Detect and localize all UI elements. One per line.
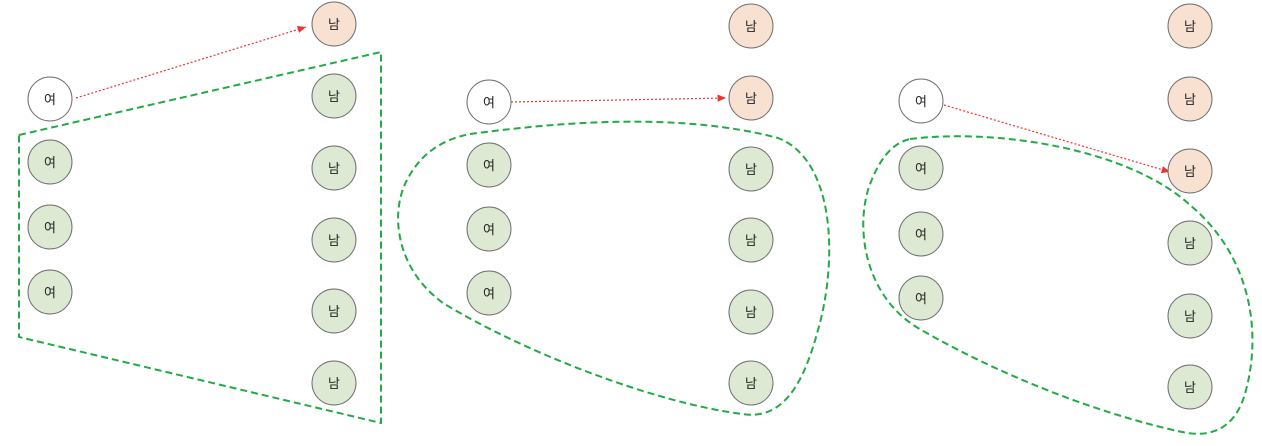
male-node-label: 남 (328, 377, 340, 392)
female-node: 여 (27, 139, 73, 185)
female-node-label: 여 (483, 223, 495, 238)
female-node-label: 여 (483, 96, 495, 111)
male-node: 남 (728, 75, 774, 121)
female-node-label: 여 (915, 95, 927, 110)
male-node: 남 (311, 145, 357, 191)
male-node: 남 (1167, 76, 1213, 122)
female-node: 여 (898, 211, 944, 257)
male-node: 남 (728, 146, 774, 192)
male-node: 남 (728, 360, 774, 406)
male-node: 남 (1167, 3, 1213, 49)
female-node-label: 여 (44, 93, 56, 108)
female-node: 여 (27, 76, 73, 122)
male-node: 남 (1167, 220, 1213, 266)
panel-1: 여 여 여 여 남 남 남 남 (18, 1, 382, 425)
male-node: 남 (311, 360, 357, 406)
group-outline-blob (397, 120, 831, 416)
group-outline-blob (862, 135, 1254, 435)
male-node-label: 남 (328, 234, 340, 249)
female-node: 여 (898, 275, 944, 321)
male-node-label: 남 (745, 92, 757, 107)
arrow-female-to-male (510, 94, 727, 103)
male-node-label: 남 (1184, 165, 1196, 180)
male-node-label: 남 (745, 306, 757, 321)
male-node: 남 (1167, 148, 1213, 194)
arrow-female-to-male (943, 104, 1171, 174)
male-node: 남 (311, 73, 357, 119)
male-node-label: 남 (1184, 310, 1196, 325)
male-node-label: 남 (745, 234, 757, 249)
male-node-label: 남 (1184, 20, 1196, 35)
female-node-label: 여 (915, 162, 927, 177)
panel-2: 여 여 여 여 남 남 남 남 (397, 3, 831, 416)
female-node-label: 여 (44, 286, 56, 301)
male-node-label: 남 (745, 163, 757, 178)
female-node: 여 (898, 145, 944, 191)
female-node: 여 (466, 206, 512, 252)
female-node-label: 여 (483, 287, 495, 302)
male-node-label: 남 (328, 305, 340, 320)
female-node: 여 (466, 79, 512, 125)
female-node-label: 여 (44, 221, 56, 236)
male-node: 남 (1167, 293, 1213, 339)
male-node: 남 (311, 288, 357, 334)
male-node: 남 (728, 217, 774, 263)
male-node-label: 남 (328, 18, 340, 33)
male-node: 남 (311, 217, 357, 263)
male-node: 남 (728, 3, 774, 49)
male-node: 남 (1167, 364, 1213, 410)
female-node-label: 여 (915, 292, 927, 307)
female-node-label: 여 (915, 228, 927, 243)
female-node: 여 (898, 78, 944, 124)
female-node-label: 여 (44, 156, 56, 171)
male-node-label: 남 (1184, 237, 1196, 252)
arrow-female-to-male (75, 26, 307, 99)
female-node: 여 (27, 204, 73, 250)
male-node: 남 (728, 289, 774, 335)
male-node-label: 남 (328, 162, 340, 177)
male-node-label: 남 (1184, 93, 1196, 108)
female-node: 여 (466, 142, 512, 188)
male-node-label: 남 (328, 90, 340, 105)
male-node-label: 남 (745, 377, 757, 392)
male-node-label: 남 (1184, 381, 1196, 396)
male-node-label: 남 (745, 20, 757, 35)
male-node: 남 (311, 1, 357, 47)
panel-3: 여 여 여 여 남 남 남 남 (862, 3, 1254, 435)
group-outline-trapezoid (18, 50, 382, 425)
female-node-label: 여 (483, 159, 495, 174)
female-node: 여 (27, 269, 73, 315)
female-node: 여 (466, 270, 512, 316)
